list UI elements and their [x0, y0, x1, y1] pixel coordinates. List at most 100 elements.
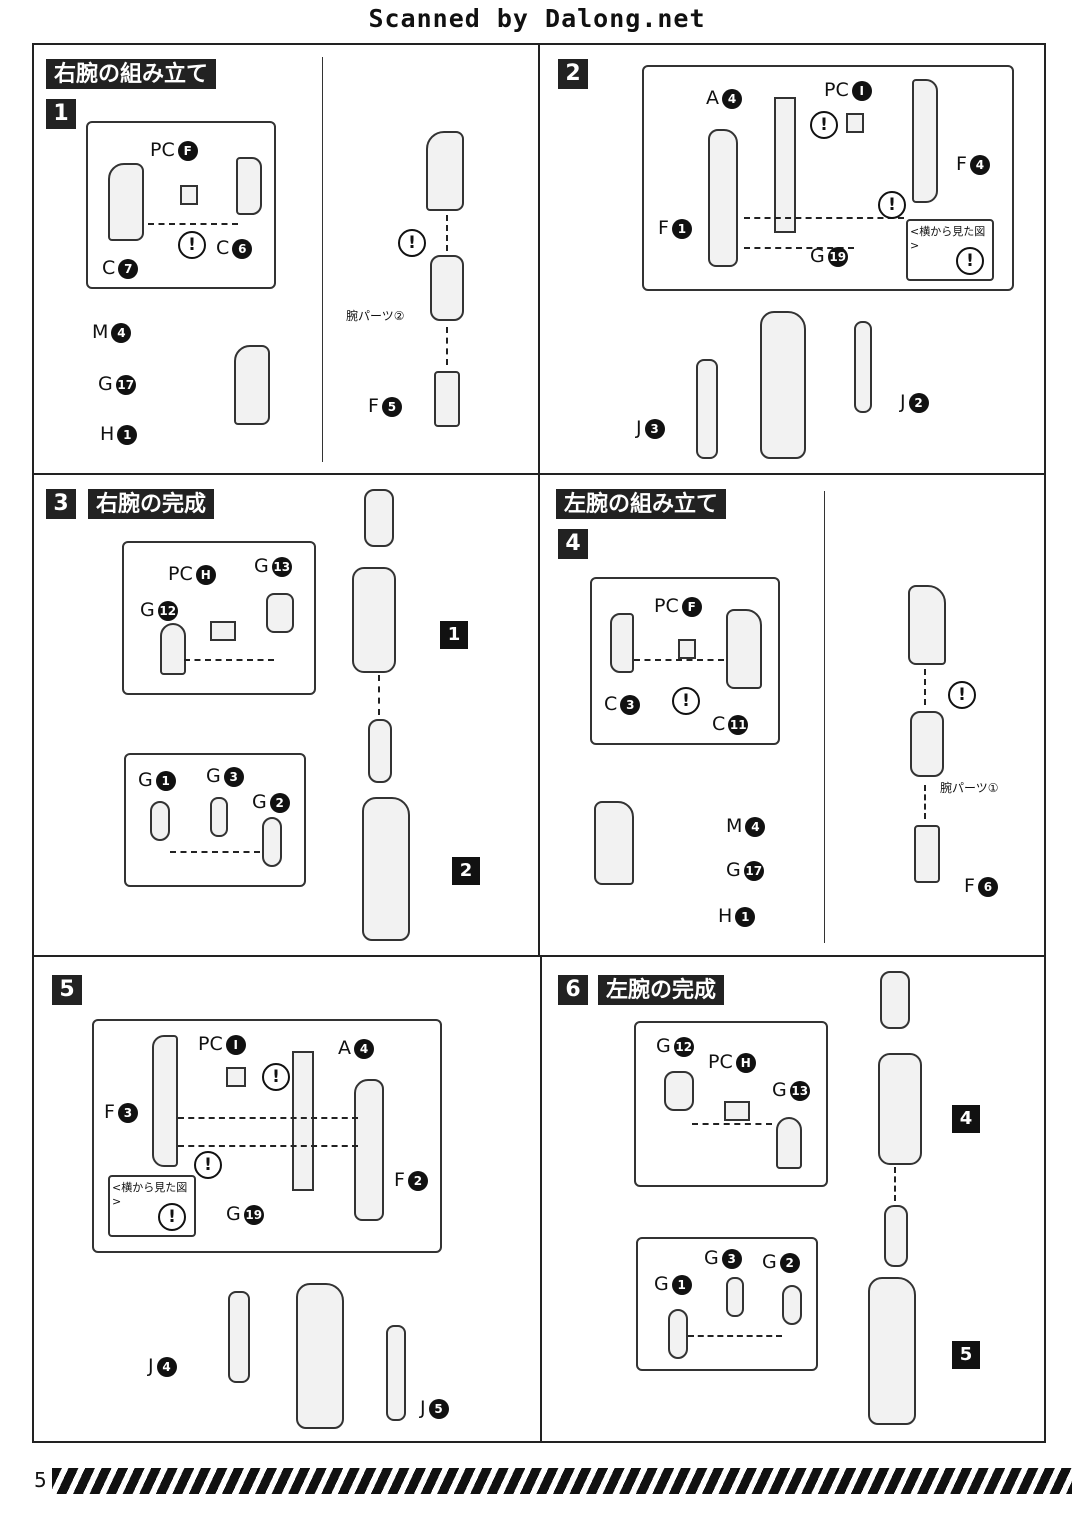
part-shape — [292, 1051, 314, 1191]
step-number: 5 — [52, 975, 82, 1005]
step-number: 3 — [46, 489, 76, 519]
part-shape — [878, 1053, 922, 1165]
part-shape — [774, 97, 796, 233]
assembly-line — [184, 659, 274, 661]
scan-header: Scanned by Dalong.net — [368, 4, 706, 33]
section-title-left-arm-complete: 左腕の完成 — [598, 975, 725, 1005]
warning-icon: ! — [194, 1151, 222, 1179]
warning-icon: ! — [948, 681, 976, 709]
warning-icon: ! — [672, 687, 700, 715]
part-shape — [362, 797, 410, 941]
part-shape — [160, 623, 186, 675]
side-view-label: <横から見た図> — [910, 225, 986, 252]
part-shape — [296, 1283, 344, 1429]
part-shape — [262, 817, 282, 867]
part-shape — [210, 797, 228, 837]
part-shape — [234, 345, 270, 425]
part-shape — [782, 1285, 802, 1325]
warning-icon: ! — [262, 1063, 290, 1091]
step-number: 4 — [558, 529, 588, 559]
divider — [824, 491, 825, 943]
callout-box: 4 — [952, 1105, 980, 1133]
arm-parts-label: 腕パーツ② — [346, 309, 405, 323]
part-shape — [914, 825, 940, 883]
part-shape — [364, 489, 394, 547]
assembly-line — [446, 327, 448, 365]
part-shape — [434, 371, 460, 427]
warning-icon: ! — [398, 229, 426, 257]
step-number: 6 — [558, 975, 588, 1005]
part-shape — [210, 621, 236, 641]
page-number: 5 — [34, 1468, 47, 1492]
warning-icon: ! — [878, 191, 906, 219]
part-shape — [668, 1309, 688, 1359]
part-shape — [150, 801, 170, 841]
assembly-line — [178, 1117, 358, 1119]
part-shape — [426, 131, 464, 211]
assembly-line — [178, 1145, 358, 1147]
assembly-line — [744, 217, 904, 219]
section-title-left-arm-assembly: 左腕の組み立て — [556, 489, 727, 519]
assembly-line — [692, 1123, 772, 1125]
part-shape — [180, 185, 198, 205]
assembly-line — [446, 215, 448, 251]
part-shape — [108, 163, 144, 241]
assembly-line — [924, 669, 926, 705]
part-shape — [152, 1035, 178, 1167]
assembly-line — [894, 1167, 896, 1201]
part-shape — [664, 1071, 694, 1111]
part-shape — [696, 359, 718, 459]
step-number: 1 — [46, 99, 76, 129]
part-shape — [846, 113, 864, 133]
part-shape — [760, 311, 806, 459]
callout-box: 5 — [952, 1341, 980, 1369]
part-shape — [368, 719, 392, 783]
assembly-line — [170, 851, 260, 853]
part-shape — [884, 1205, 908, 1267]
part-shape — [228, 1291, 250, 1383]
part-shape — [610, 613, 634, 673]
part-shape — [868, 1277, 916, 1425]
assembly-line — [744, 247, 854, 249]
